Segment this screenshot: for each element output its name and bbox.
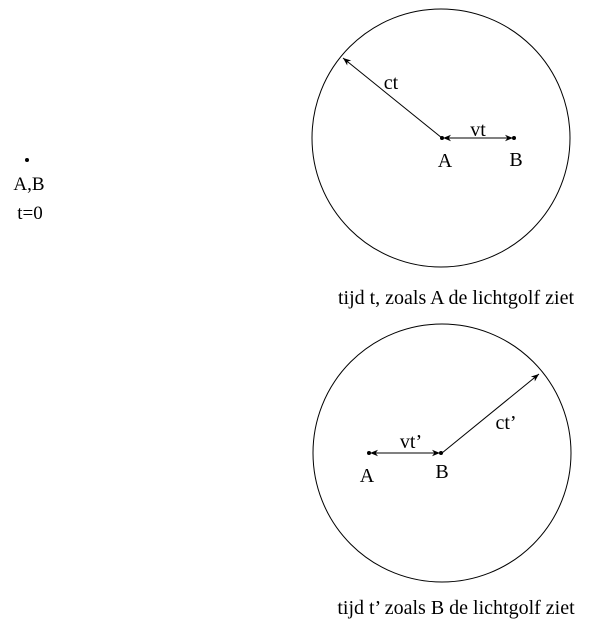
- frame-a-point-b-dot: [512, 136, 516, 140]
- frame-b-caption: tijd t’ zoals B de lichtgolf ziet: [337, 597, 575, 619]
- frame-a-point-a-label: A: [438, 150, 453, 172]
- frame-a-light-circle: [311, 8, 571, 268]
- frame-b-light-circle: [312, 323, 572, 583]
- frame-b-point-b-label: B: [435, 461, 448, 483]
- initial-state: A,B t=0: [13, 158, 45, 224]
- frame-a-vt-label: vt: [470, 119, 486, 141]
- frame-a-caption: tijd t, zoals A de lichtgolf ziet: [338, 287, 575, 309]
- frame-b-point-a-label: A: [360, 465, 375, 487]
- frame-a-point-b-label: B: [509, 149, 522, 171]
- frame-a-ct-label: ct: [384, 72, 399, 94]
- frame-b-ct-label: ct’: [495, 412, 516, 434]
- frame-b-ct-arrow: [441, 373, 540, 454]
- initial-points-label: A,B: [13, 174, 44, 195]
- frame-b-vt-label: vt’: [400, 431, 422, 453]
- frame-b-diagram: ct’ vt’ A B tijd t’ zoals B de lichtgolf…: [312, 323, 575, 619]
- frame-a-ct-arrow: [342, 57, 443, 139]
- frame-a-diagram: ct vt A B tijd t, zoals A de lichtgolf z…: [311, 8, 575, 309]
- initial-point-dot: [25, 158, 29, 162]
- frame-b-point-b-dot: [439, 451, 443, 455]
- initial-time-label: t=0: [17, 203, 43, 224]
- frame-b-point-a-dot: [367, 451, 371, 455]
- frame-a-point-a-dot: [440, 136, 444, 140]
